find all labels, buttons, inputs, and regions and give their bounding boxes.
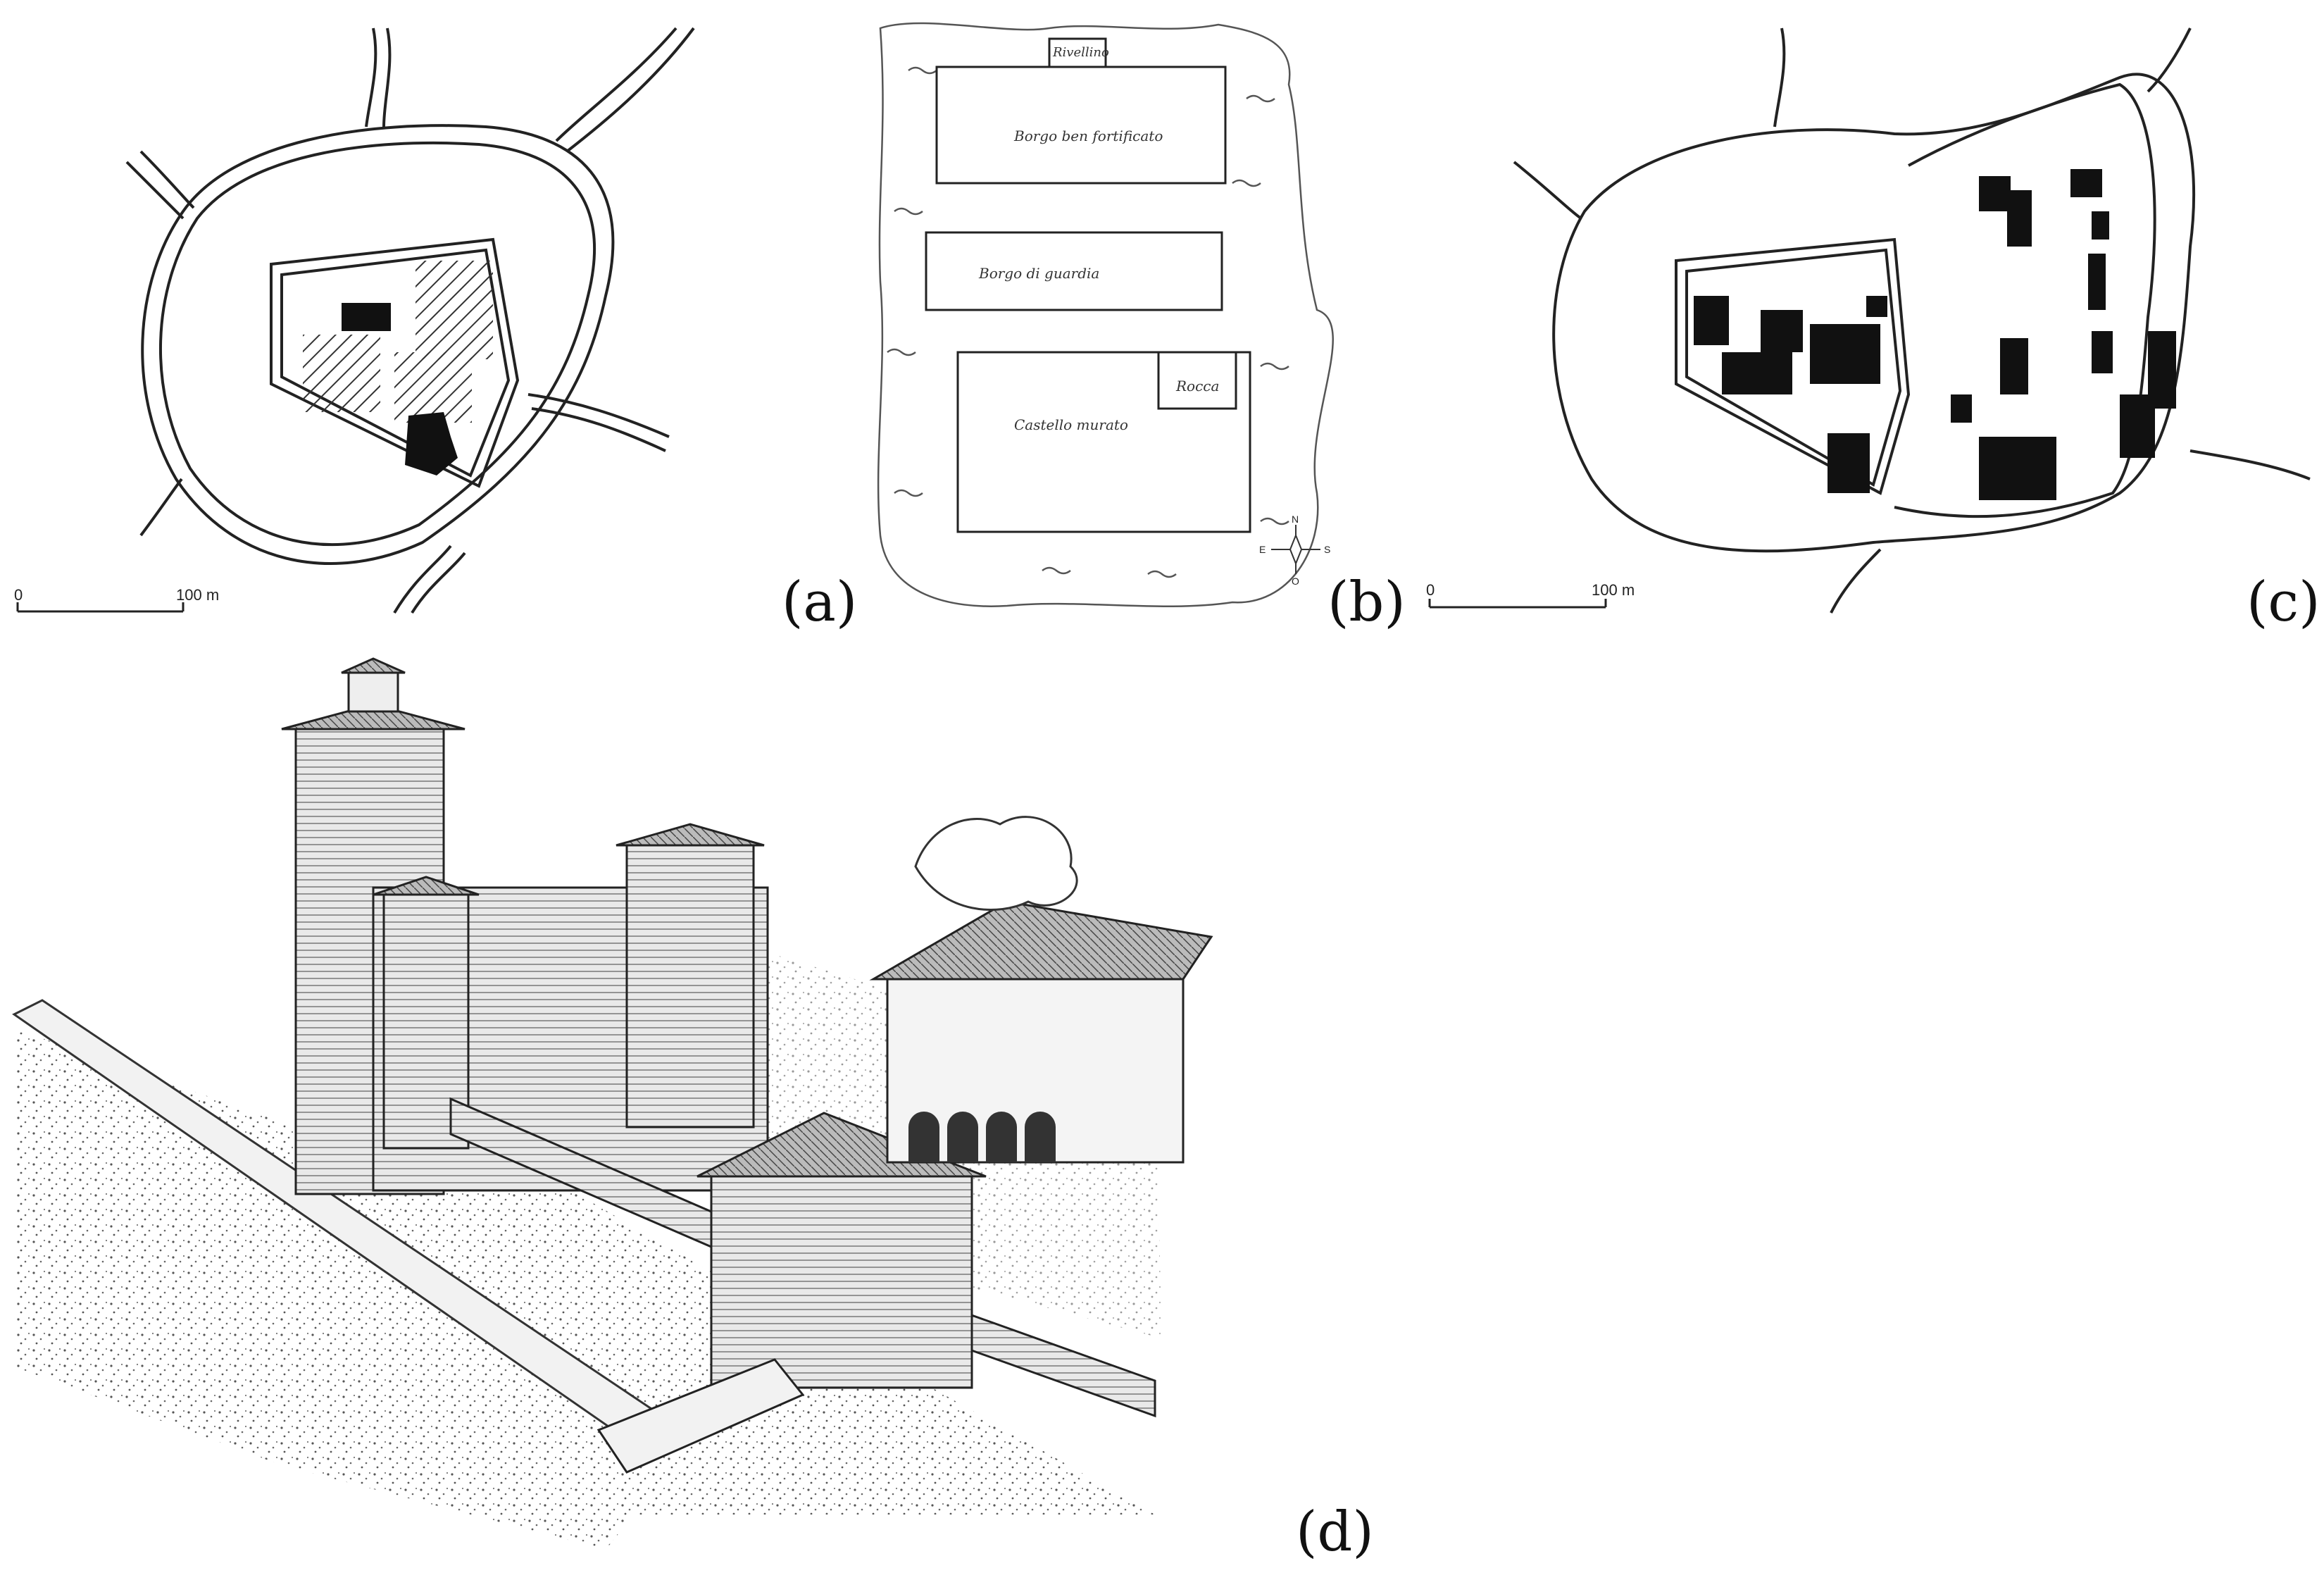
palazzo-roof xyxy=(869,900,1213,981)
compass-e: E xyxy=(1259,544,1266,555)
building-block xyxy=(2007,190,2032,247)
compass-n: N xyxy=(1292,514,1299,525)
scale-end-label: 100 m xyxy=(176,586,219,604)
arcade-arch xyxy=(947,1112,978,1162)
arcade-arch xyxy=(908,1112,939,1162)
road-south xyxy=(1830,548,1882,614)
road-north xyxy=(1773,27,1786,128)
road-northeast xyxy=(555,27,677,142)
compass-rose xyxy=(1271,525,1320,574)
corner-tower-left-roof xyxy=(373,876,480,896)
borgo-fortificato-outline xyxy=(935,66,1227,185)
castello-outline xyxy=(956,351,1251,533)
building-block xyxy=(2070,169,2102,197)
road-south xyxy=(393,545,452,614)
building-block xyxy=(2092,211,2109,240)
gatehouse xyxy=(710,1175,973,1389)
top-gate-outline xyxy=(1048,37,1107,68)
sketch-borgo-fortificato-label: Borgo ben fortificato xyxy=(1013,128,1163,144)
sketch-top-gate-label: Rivellino xyxy=(1052,45,1109,60)
road-east xyxy=(527,393,670,438)
building-block xyxy=(1979,176,2011,211)
scale-end-label: 100 m xyxy=(1592,581,1635,599)
garden-hatched-1 xyxy=(416,261,493,359)
panel-c-plan-drawing: 0 100 m xyxy=(1426,27,2311,614)
road-east xyxy=(2189,449,2311,480)
corner-tower-right xyxy=(625,844,755,1128)
building-block xyxy=(1761,310,1803,352)
building-block xyxy=(1828,433,1870,493)
castle-wall-outer xyxy=(270,237,520,488)
scale-start-label: 0 xyxy=(1426,581,1435,599)
panel-d-castle-illustration xyxy=(12,657,1213,1550)
road-northwest xyxy=(125,161,185,220)
building-block xyxy=(1694,296,1729,345)
garden-hatched-3 xyxy=(394,352,472,423)
borgo-guardia-outline xyxy=(925,231,1223,311)
building-block xyxy=(1722,352,1792,394)
building-block xyxy=(2088,254,2106,310)
castle-wall-outer xyxy=(1675,237,1911,495)
road-northwest xyxy=(1513,161,1582,220)
rocca-outline xyxy=(1157,351,1237,410)
road-north-left-2 xyxy=(382,27,392,128)
panel-d-label: (d) xyxy=(1296,1500,1374,1564)
panel-a-label: (a) xyxy=(782,571,858,634)
building-block xyxy=(1951,394,1972,423)
road-northwest-2 xyxy=(139,150,195,209)
road-northeast-2 xyxy=(566,27,695,153)
moat-outer-ring xyxy=(141,124,615,565)
road-southwest xyxy=(139,478,183,537)
building-block xyxy=(1979,437,2056,500)
sketch-borgo-guardia-label: Borgo di guardia xyxy=(978,265,1099,282)
panel-b-sketch-drawing: Rivellino Borgo ben fortificato Borgo di… xyxy=(877,22,1334,608)
panel-a-plan-drawing: 0 100 m xyxy=(14,27,695,614)
panel-c-label: (c) xyxy=(2247,571,2320,634)
lantern-roof xyxy=(341,657,406,674)
sketch-castello-label: Castello murato xyxy=(1014,416,1128,433)
arcade-arch xyxy=(1025,1112,1056,1162)
main-building-block xyxy=(342,303,391,331)
road-south-2 xyxy=(411,552,466,614)
panel-d-axonometric-view: (d) xyxy=(0,634,1387,1592)
compass-s: S xyxy=(1324,544,1330,555)
panel-b-label: (b) xyxy=(1327,571,1406,634)
building-block xyxy=(1866,296,1887,317)
rocca-building xyxy=(405,412,458,475)
panel-a-site-plan: 0 100 m (a) xyxy=(0,0,859,634)
road-east-2 xyxy=(531,407,666,452)
castle-wall-inner xyxy=(280,248,511,478)
building-block xyxy=(1810,324,1880,384)
scale-start-label: 0 xyxy=(14,586,23,604)
main-tower-lantern xyxy=(347,671,399,713)
bridge xyxy=(596,1358,805,1474)
tree xyxy=(914,816,1078,911)
moat-inner-ring xyxy=(159,141,596,547)
road-north-left xyxy=(365,27,377,128)
panel-b-historic-sketch: Rivellino Borgo ben fortificato Borgo di… xyxy=(866,0,1416,634)
castle-wall-inner xyxy=(1685,248,1902,487)
building-block xyxy=(2120,394,2155,458)
water-outline xyxy=(877,22,1334,608)
corner-tower-right-roof xyxy=(616,823,765,847)
arcade-arch xyxy=(986,1112,1017,1162)
borgo-wall xyxy=(1894,82,2156,518)
building-block xyxy=(2092,331,2113,373)
garden-hatched-2 xyxy=(303,335,380,412)
road-northeast xyxy=(2147,27,2192,93)
compass-o: O xyxy=(1292,576,1299,587)
main-tower-roof xyxy=(281,703,466,730)
sketch-rocca-label: Rocca xyxy=(1175,378,1219,394)
building-block xyxy=(2000,338,2028,394)
panel-c-site-plan: 0 100 m (c) xyxy=(1416,0,2324,634)
